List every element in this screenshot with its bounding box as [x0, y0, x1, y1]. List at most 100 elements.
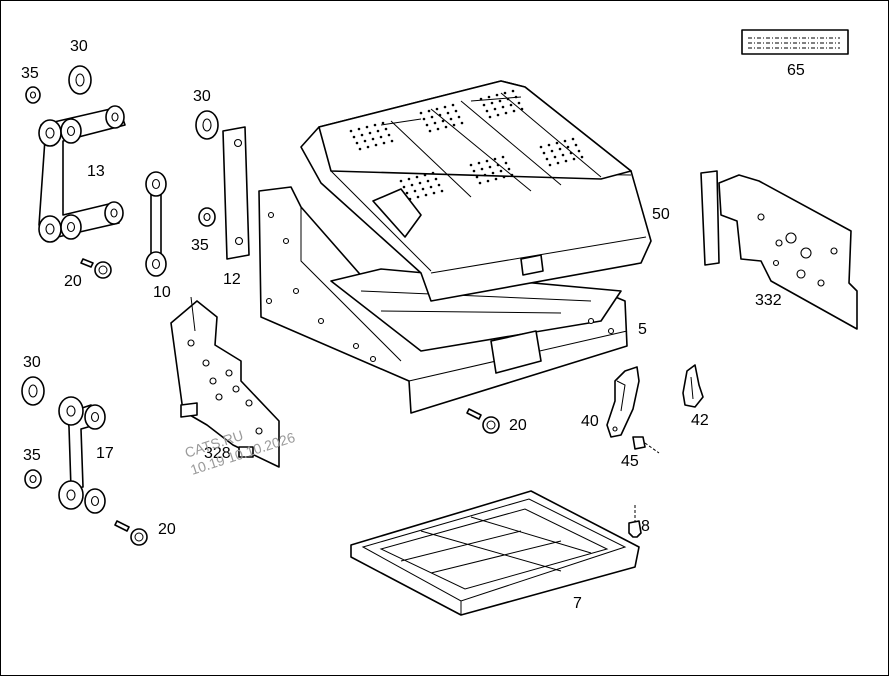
vent-dot	[491, 171, 495, 175]
vent-dot	[566, 145, 570, 149]
vent-dot	[480, 167, 484, 171]
part-30-bushing-mid[interactable]	[195, 110, 219, 140]
vent-dot	[558, 147, 562, 151]
vent-dot	[501, 105, 505, 109]
vent-dot	[487, 95, 491, 99]
part-35-washer-top[interactable]	[25, 86, 41, 104]
vent-dot	[418, 181, 422, 185]
callout-5: 5	[638, 321, 647, 338]
vent-dot	[580, 155, 584, 159]
vent-dot	[486, 179, 490, 183]
vent-dot	[438, 113, 442, 117]
vent-dot	[365, 125, 369, 129]
part-35-washer-lower[interactable]	[24, 469, 42, 489]
part-17-link[interactable]	[58, 396, 106, 514]
part-12-strap-plate[interactable]	[222, 126, 250, 260]
part-332-bracket[interactable]	[700, 170, 858, 330]
vent-dot	[415, 175, 419, 179]
vent-dot	[434, 177, 438, 181]
vent-dot	[433, 121, 437, 125]
vent-dot	[482, 103, 486, 107]
vent-dot	[542, 151, 546, 155]
vent-dot	[490, 101, 494, 105]
part-10-rod[interactable]	[145, 171, 167, 277]
part-5-battery-carrier[interactable]	[258, 186, 628, 414]
vent-dot	[352, 135, 356, 139]
vent-dot	[493, 107, 497, 111]
vent-dot	[547, 143, 551, 147]
vent-dot	[425, 123, 429, 127]
vent-dot	[381, 121, 385, 125]
vent-dot	[485, 109, 489, 113]
callout-35-mid: 35	[191, 237, 209, 254]
part-328-bracket[interactable]	[170, 296, 280, 468]
part-13-linkage[interactable]	[38, 105, 126, 243]
callout-20-top: 20	[64, 273, 82, 290]
callout-30-mid: 30	[193, 88, 211, 105]
part-7-base-tray[interactable]	[350, 490, 640, 616]
part-35-washer-mid[interactable]	[198, 207, 216, 227]
vent-dot	[520, 107, 524, 111]
vent-dot	[499, 169, 503, 173]
part-20-bolt-top[interactable]	[80, 258, 112, 279]
vent-dot	[507, 167, 511, 171]
vent-dot	[366, 145, 370, 149]
vent-dot	[514, 95, 518, 99]
vent-dot	[358, 147, 362, 151]
part-45-rivet[interactable]	[632, 436, 660, 454]
vent-dot	[548, 163, 552, 167]
vent-dot	[572, 157, 576, 161]
vent-dot	[501, 155, 505, 159]
vent-dot	[407, 177, 411, 181]
part-20-bolt-lower-left[interactable]	[114, 520, 148, 546]
callout-35-top: 35	[21, 65, 39, 82]
callout-332: 332	[755, 292, 782, 309]
vent-dot	[408, 197, 412, 201]
vent-dot	[374, 143, 378, 147]
vent-dot	[569, 151, 573, 155]
part-30-bushing-lower[interactable]	[21, 376, 45, 406]
vent-dot	[368, 131, 372, 135]
callout-30-lower: 30	[23, 354, 41, 371]
part-65-label-plate[interactable]	[741, 29, 849, 55]
vent-dot	[405, 191, 409, 195]
part-20-bolt-center[interactable]	[466, 408, 500, 434]
vent-dot	[488, 115, 492, 119]
part-8-pin[interactable]	[628, 505, 642, 538]
callout-35-lower: 35	[23, 447, 41, 464]
vent-dot	[555, 141, 559, 145]
vent-dot	[387, 133, 391, 137]
vent-dot	[376, 129, 380, 133]
vent-dot	[413, 189, 417, 193]
vent-dot	[435, 107, 439, 111]
vent-dot	[494, 177, 498, 181]
vent-dot	[390, 139, 394, 143]
part-42-clip[interactable]	[682, 364, 704, 408]
vent-dot	[454, 109, 458, 113]
vent-dot	[457, 115, 461, 119]
vent-dot	[371, 137, 375, 141]
callout-7: 7	[573, 595, 582, 612]
vent-dot	[498, 99, 502, 103]
vent-dot	[373, 123, 377, 127]
vent-dot	[488, 165, 492, 169]
vent-dot	[402, 185, 406, 189]
callout-20-center: 20	[509, 417, 527, 434]
vent-dot	[443, 105, 447, 109]
callout-13: 13	[87, 163, 105, 180]
callout-20-lower-left: 20	[158, 521, 176, 538]
vent-dot	[355, 141, 359, 145]
vent-dot	[477, 161, 481, 165]
callout-50: 50	[652, 206, 670, 223]
part-40-latch[interactable]	[606, 366, 640, 438]
vent-dot	[485, 159, 489, 163]
vent-dot	[426, 179, 430, 183]
vent-dot	[460, 121, 464, 125]
part-30-bushing-top[interactable]	[68, 65, 92, 95]
vent-dot	[430, 115, 434, 119]
vent-dot	[349, 129, 353, 133]
vent-dot	[422, 117, 426, 121]
vent-dot	[493, 157, 497, 161]
vent-dot	[363, 139, 367, 143]
